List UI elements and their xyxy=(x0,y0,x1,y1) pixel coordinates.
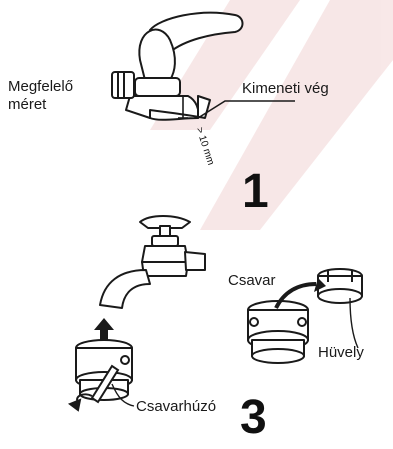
sleeve-label: Hüvely xyxy=(318,344,364,362)
size-label: Megfelelő méret xyxy=(8,78,73,114)
size-label-line2: méret xyxy=(8,96,73,114)
outlet-end-label: Kimeneti vég xyxy=(242,80,329,98)
screwdriver-label: Csavarhúzó xyxy=(136,398,216,416)
sleeve-leader xyxy=(350,298,358,348)
step-1-number: 1 xyxy=(242,168,269,216)
screw-label: Csavar xyxy=(228,272,276,290)
faucet-step3 xyxy=(100,216,205,308)
up-arrow xyxy=(94,318,114,342)
adapter-right xyxy=(248,301,308,363)
size-label-line1: Megfelelő xyxy=(8,78,73,96)
step-3-number: 3 xyxy=(240,394,267,442)
